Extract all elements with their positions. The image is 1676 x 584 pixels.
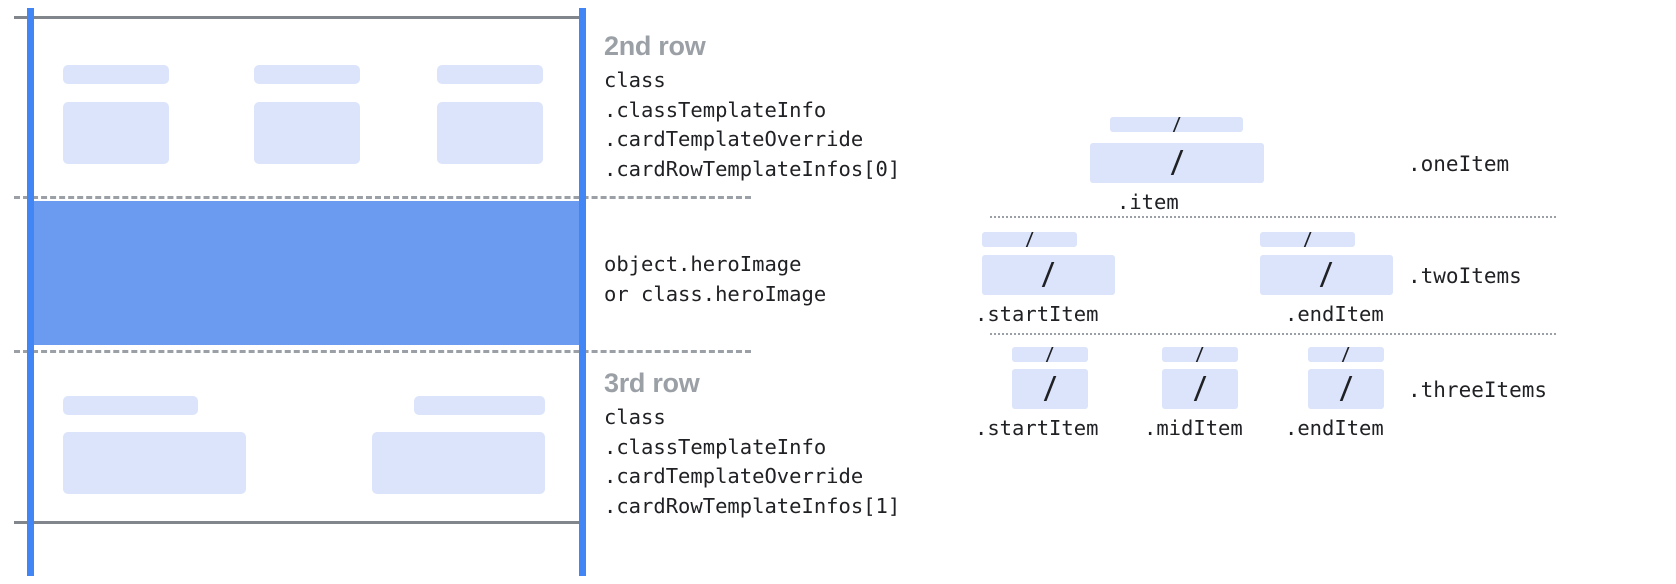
- three-items-group-label: .threeItems: [1408, 378, 1548, 402]
- one-item-column-label: .item: [1117, 190, 1179, 214]
- card-top-rule: [14, 16, 583, 19]
- row-separator-top: [14, 196, 751, 199]
- row2-value-placeholder: [63, 102, 169, 164]
- two-items-end-label-bar: /: [1260, 232, 1355, 247]
- three-items-mid-value-bar: /: [1162, 369, 1238, 409]
- two-items-end-value-bar: /: [1260, 255, 1393, 295]
- group-three-items: / / .startItem / / .midItem / / .endItem…: [960, 333, 1676, 443]
- slash-glyph: /: [1169, 145, 1185, 180]
- row3-label-placeholder: [63, 396, 198, 415]
- group-one-item: / / .item .oneItem: [960, 0, 1676, 214]
- slash-glyph: /: [1195, 347, 1205, 362]
- two-items-start-value-bar: /: [982, 255, 1115, 295]
- right-margin-guide: [579, 8, 586, 576]
- slash-glyph: /: [1045, 347, 1055, 362]
- slash-glyph: /: [1171, 117, 1182, 132]
- slash-glyph: /: [1318, 257, 1335, 292]
- one-item-group-label: .oneItem: [1408, 152, 1510, 176]
- row2-label-placeholder: [63, 65, 169, 84]
- slash-glyph: /: [1192, 371, 1208, 406]
- three-items-start-label-bar: /: [1012, 347, 1088, 362]
- three-items-mid-label-bar: /: [1162, 347, 1238, 362]
- row3-label-placeholder: [414, 396, 545, 415]
- group-separator-1: [990, 216, 1556, 218]
- two-items-end-column-label: .endItem: [1285, 302, 1384, 326]
- slash-glyph: /: [1302, 232, 1313, 247]
- row2-label-placeholder: [437, 65, 543, 84]
- row3-value-placeholder: [372, 432, 545, 494]
- three-items-end-label-bar: /: [1308, 347, 1384, 362]
- group-separator-2: [990, 333, 1556, 335]
- slash-glyph: /: [1042, 371, 1058, 406]
- row2-code: class .classTemplateInfo .cardTemplateOv…: [604, 68, 901, 182]
- annotation-hero: object.heroImage or class.heroImage: [604, 250, 826, 309]
- two-items-start-column-label: .startItem: [975, 302, 1099, 326]
- slash-glyph: /: [1040, 257, 1057, 292]
- row2-label-placeholder: [254, 65, 360, 84]
- three-items-end-column-label: .endItem: [1285, 416, 1384, 440]
- left-margin-guide: [27, 8, 34, 576]
- slash-glyph: /: [1024, 232, 1035, 247]
- three-items-start-value-bar: /: [1012, 369, 1088, 409]
- row3-value-placeholder: [63, 432, 246, 494]
- slash-glyph: /: [1338, 371, 1354, 406]
- hero-image-band: [33, 201, 583, 345]
- two-items-group-label: .twoItems: [1408, 264, 1522, 288]
- row-separator-bottom: [14, 350, 751, 353]
- group-two-items: / / .startItem / / .endItem .twoItems: [960, 216, 1676, 326]
- row2-heading: 2nd row: [604, 31, 706, 61]
- row2-value-placeholder: [437, 102, 543, 164]
- item-layout-diagrams: / / .item .oneItem / / .startItem / /: [960, 0, 1676, 584]
- three-items-start-column-label: .startItem: [975, 416, 1099, 440]
- card-mockup: [0, 0, 751, 584]
- three-items-mid-column-label: .midItem: [1144, 416, 1243, 440]
- one-item-value-bar: /: [1090, 143, 1264, 183]
- hero-code: object.heroImage or class.heroImage: [604, 252, 827, 306]
- two-items-start-label-bar: /: [982, 232, 1077, 247]
- three-items-end-value-bar: /: [1308, 369, 1384, 409]
- row3-code: class .classTemplateInfo .cardTemplateOv…: [604, 405, 901, 519]
- one-item-label-bar: /: [1110, 117, 1243, 132]
- annotation-row3: 3rd row class .classTemplateInfo .cardTe…: [604, 368, 900, 522]
- row2-value-placeholder: [254, 102, 360, 164]
- annotation-row2: 2nd row class .classTemplateInfo .cardTe…: [604, 31, 900, 185]
- slash-glyph: /: [1341, 347, 1351, 362]
- card-bottom-rule: [14, 521, 583, 524]
- row3-heading: 3rd row: [604, 368, 700, 398]
